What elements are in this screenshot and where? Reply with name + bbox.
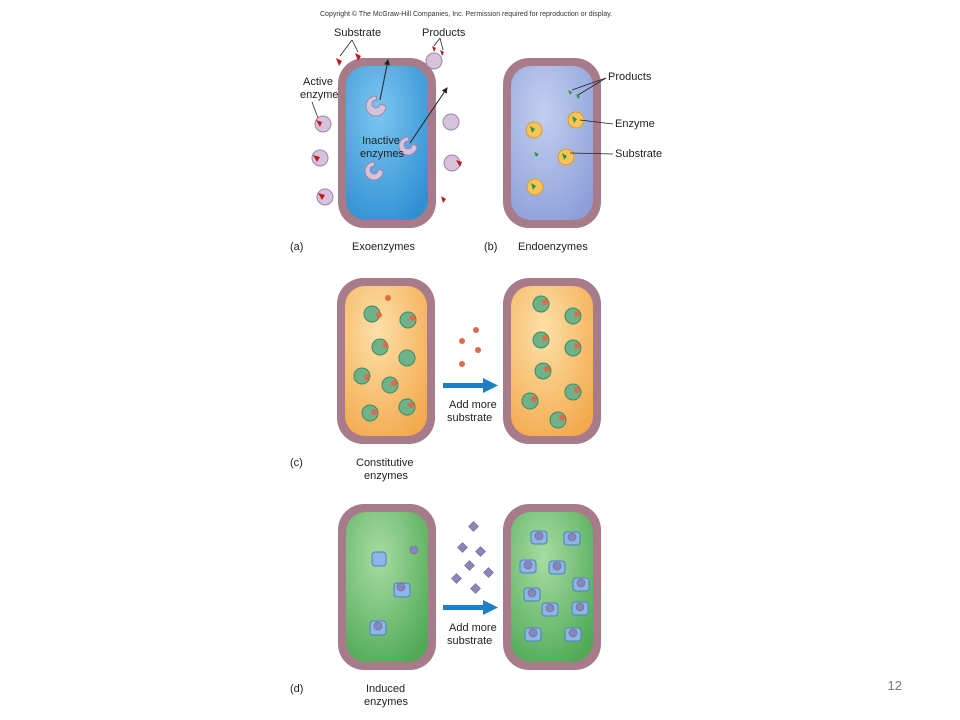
panel-a-letter: (a) [290,241,303,253]
panel-c-constitutive: Add more substrate (c) Constitutive enzy… [290,278,601,482]
arrow-label-1: Add more [449,399,497,411]
panel-d-title-2: enzymes [364,696,409,708]
cell-cytoplasm-left [346,512,428,662]
panel-d-induced: Add more substrate (d) Induced enzymes [290,504,601,708]
add-substrate-arrow [443,378,498,393]
label-active-2: enzyme [300,89,339,101]
panel-d-letter: (d) [290,683,303,695]
label-inactive-2: enzymes [360,148,405,160]
panel-c-title-2: enzymes [364,470,409,482]
arrow-label-2: substrate [447,635,492,647]
panel-a-exoenzymes: Substrate Products Active enzyme Inactiv… [290,27,466,253]
panel-c-title-1: Constitutive [356,457,413,469]
label-products: Products [608,71,652,83]
label-substrate: Substrate [615,148,662,160]
panel-b-endoenzymes: Products Enzyme Substrate (b) Endoenzyme… [484,58,662,253]
substrate-products [530,90,580,190]
arrow-label-2: substrate [447,412,492,424]
page-number: 12 [887,678,902,693]
induced-enzymes [369,530,590,642]
substrate-molecules [336,46,446,203]
label-products: Products [422,27,466,39]
label-active-1: Active [303,76,333,88]
panel-b-title: Endoenzymes [518,241,588,253]
cell-cytoplasm [511,66,593,220]
label-substrate: Substrate [334,27,381,39]
panel-d-title-1: Induced [366,683,405,695]
substrate-molecules [373,521,586,638]
label-enzyme: Enzyme [615,118,655,130]
label-inactive-1: Inactive [362,135,400,147]
cell-cytoplasm-right [511,512,593,662]
cell-cytoplasm-right [511,286,593,436]
panel-a-title: Exoenzymes [352,241,415,253]
inactive-enzymes [364,95,418,181]
panel-b-letter: (b) [484,241,497,253]
active-enzymes [311,52,462,206]
arrow-label-1: Add more [449,622,497,634]
substrate-molecules [364,295,580,421]
panel-c-letter: (c) [290,457,303,469]
copyright-text: Copyright © The McGraw-Hill Companies, I… [320,10,612,18]
add-substrate-arrow [443,600,498,615]
